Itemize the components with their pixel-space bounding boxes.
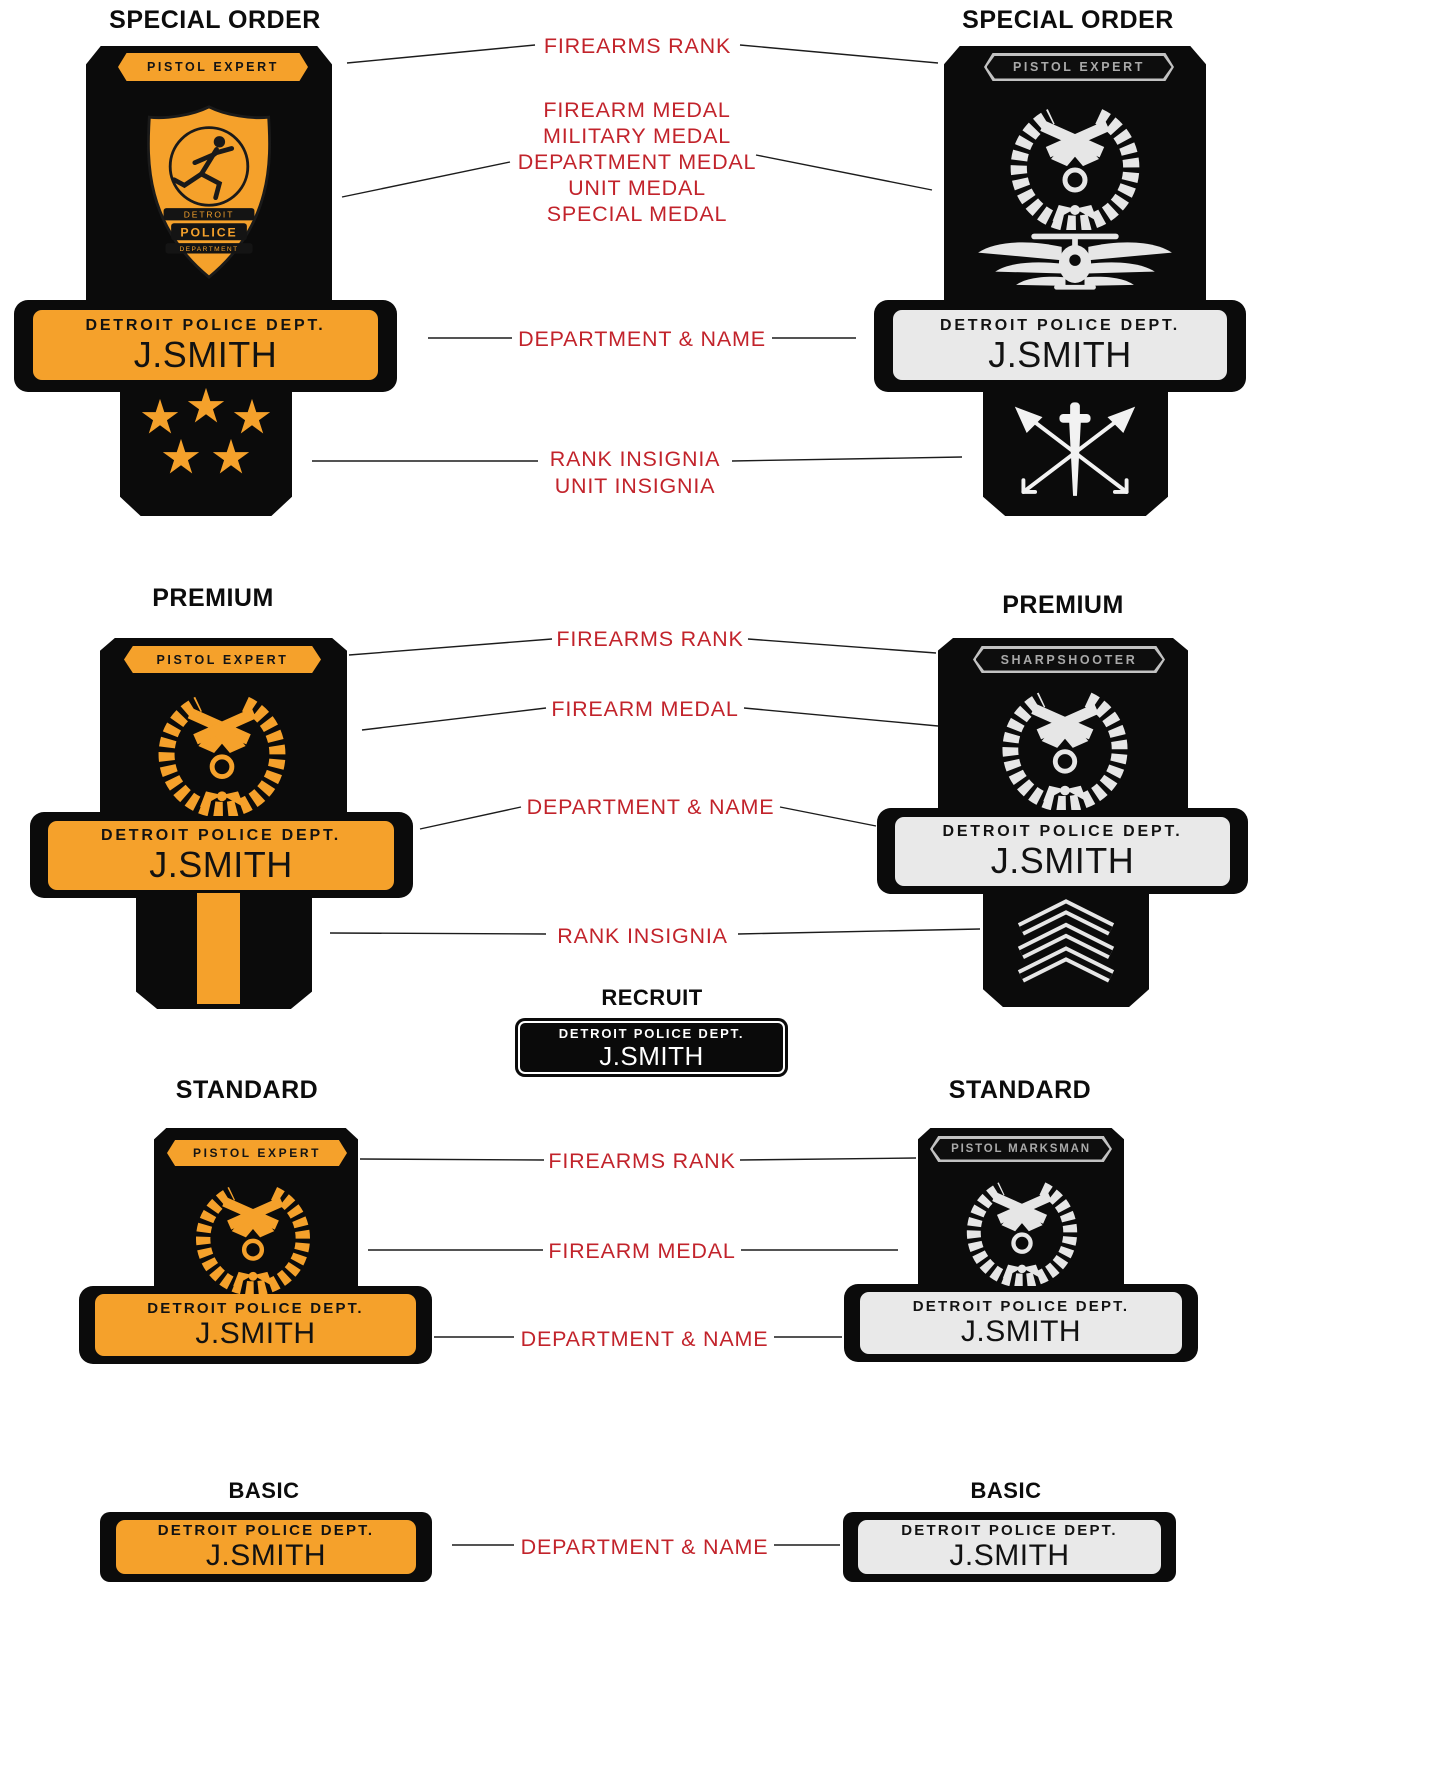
connector-line (747, 638, 937, 654)
name-text: J.SMITH (195, 1317, 316, 1350)
heading-premium-left: PREMIUM (152, 584, 274, 612)
name-text: J.SMITH (599, 1040, 704, 1071)
label-rank-insignia: RANK INSIGNIA (557, 924, 728, 948)
heading-special-order-right: SPECIAL ORDER (962, 6, 1174, 34)
heading-standard-left: STANDARD (175, 1076, 319, 1104)
department-text: DETROIT POLICE DEPT. (558, 1025, 745, 1041)
nameplate: DETROIT POLICE DEPT. J.SMITH (895, 817, 1230, 886)
label-insignia-line: RANK INSIGNIA (549, 447, 721, 471)
emblem-line2: POLICE (180, 225, 237, 239)
heading-special-order-left: SPECIAL ORDER (109, 6, 321, 34)
star-icon (231, 397, 273, 439)
nameplate: DETROIT POLICE DEPT. J.SMITH (860, 1292, 1182, 1354)
label-insignia-line: UNIT INSIGNIA (554, 474, 716, 498)
nameplate: DETROIT POLICE DEPT. J.SMITH (858, 1520, 1161, 1574)
name-text: J.SMITH (149, 844, 293, 885)
department-text: DETROIT POLICE DEPT. (901, 1522, 1118, 1539)
crossed-arrows-icon (1002, 396, 1148, 508)
rank-stripe (197, 893, 240, 1004)
department-text: DETROIT POLICE DEPT. (912, 1298, 1130, 1315)
connector-line (737, 928, 981, 935)
firearms-rank-banner-text: SHARPSHOOTER (975, 648, 1163, 671)
heading-recruit: RECRUIT (601, 985, 703, 1010)
connector-line (743, 707, 939, 727)
label-department-name: DEPARTMENT & NAME (520, 1327, 769, 1351)
name-text: J.SMITH (205, 1539, 327, 1572)
star-icon (185, 386, 227, 428)
heading-premium-right: PREMIUM (1002, 591, 1124, 619)
air-assault-wings-icon (965, 226, 1185, 302)
label-medal-line: MILITARY MEDAL (542, 124, 732, 148)
label-firearms-rank: FIREARMS RANK (543, 34, 732, 58)
wreath-pistols-medal-icon (950, 1166, 1094, 1286)
department-text: DETROIT POLICE DEPT. (85, 316, 326, 334)
recruit-nameplate: DETROIT POLICE DEPT. J.SMITH (515, 1018, 788, 1077)
name-text: J.SMITH (960, 1315, 1082, 1348)
connector-line (348, 638, 553, 656)
connector-line (341, 161, 511, 198)
firearms-rank-banner: SHARPSHOOTER (973, 646, 1165, 673)
label-insignia-types: RANK INSIGNIA UNIT INSIGNIA (490, 446, 780, 500)
firearms-rank-banner: PISTOL EXPERT (167, 1140, 347, 1166)
firearms-rank-banner-text: PISTOL EXPERT (986, 55, 1172, 79)
label-medal-line: FIREARM MEDAL (543, 98, 731, 122)
sergeant-chevrons-icon (1006, 898, 1126, 996)
nameplate: DETROIT POLICE DEPT. J.SMITH (48, 821, 394, 890)
department-text: DETROIT POLICE DEPT. (157, 1522, 375, 1539)
firearms-rank-banner: PISTOL MARKSMAN (930, 1136, 1112, 1162)
department-text: DETROIT POLICE DEPT. (147, 1300, 364, 1317)
detroit-police-shield-icon: DETROIT POLICE DEPARTMENT (146, 105, 272, 280)
heading-standard-right: STANDARD (948, 1076, 1092, 1104)
badge-tab-block (136, 893, 312, 1009)
emblem-line3: DEPARTMENT (179, 246, 238, 253)
label-firearm-medal: FIREARM MEDAL (548, 1239, 736, 1263)
wreath-pistols-medal-icon (142, 678, 302, 816)
star-icon (210, 437, 252, 479)
nameplate: DETROIT POLICE DEPT. J.SMITH (116, 1520, 416, 1574)
emblem-line1: DETROIT (184, 210, 235, 220)
firearms-rank-banner: PISTOL EXPERT (124, 646, 321, 673)
name-text: J.SMITH (133, 333, 278, 375)
label-department-name: DEPARTMENT & NAME (518, 327, 766, 351)
label-medal-line: SPECIAL MEDAL (546, 202, 728, 226)
connector-line (739, 1157, 917, 1161)
label-medal-line: DEPARTMENT MEDAL (517, 150, 757, 174)
label-firearm-medal: FIREARM MEDAL (551, 697, 739, 721)
nameplate: DETROIT POLICE DEPT. J.SMITH (893, 310, 1227, 380)
connector-line (361, 707, 547, 731)
heading-basic-left: BASIC (228, 1478, 300, 1503)
runner-figure-icon (171, 136, 235, 201)
label-department-name: DEPARTMENT & NAME (520, 1535, 769, 1559)
connector-line (329, 932, 547, 935)
label-medal-line: UNIT MEDAL (568, 176, 706, 200)
department-text: DETROIT POLICE DEPT. (942, 823, 1183, 840)
nameplate: DETROIT POLICE DEPT. J.SMITH (33, 310, 378, 380)
name-text: J.SMITH (990, 840, 1135, 881)
name-text: J.SMITH (988, 333, 1132, 375)
wreath-pistols-medal-icon (995, 90, 1155, 230)
nameplate: DETROIT POLICE DEPT. J.SMITH (95, 1294, 416, 1356)
name-text: J.SMITH (949, 1539, 1070, 1572)
star-icon (160, 437, 202, 479)
wreath-pistols-medal-icon (985, 674, 1145, 810)
label-firearms-rank: FIREARMS RANK (548, 1149, 736, 1173)
heading-basic-right: BASIC (970, 1478, 1042, 1503)
star-icon (139, 397, 181, 439)
firearms-rank-banner: PISTOL EXPERT (984, 53, 1174, 81)
label-medal-types: FIREARM MEDAL MILITARY MEDAL DEPARTMENT … (487, 97, 787, 227)
label-firearms-rank: FIREARMS RANK (556, 627, 744, 651)
department-text: DETROIT POLICE DEPT. (939, 316, 1180, 334)
firearms-rank-banner: PISTOL EXPERT (118, 53, 308, 81)
firearms-rank-banner-text: PISTOL MARKSMAN (932, 1138, 1110, 1160)
connector-line (359, 1158, 545, 1161)
label-department-name: DEPARTMENT & NAME (526, 795, 775, 819)
department-text: DETROIT POLICE DEPT. (100, 827, 341, 844)
wreath-pistols-medal-icon (178, 1170, 328, 1294)
